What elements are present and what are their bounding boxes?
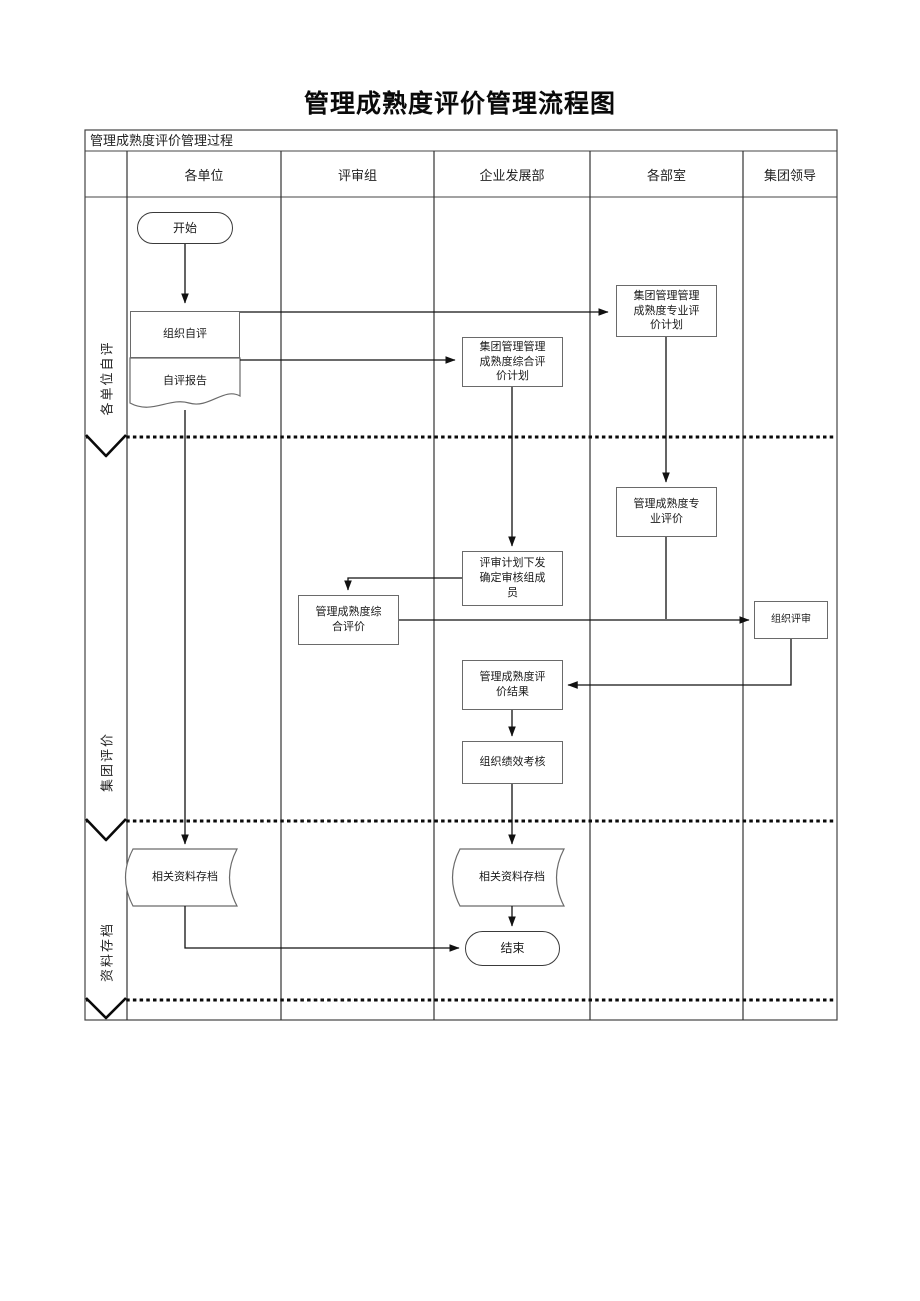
process-comprehensive-evaluation: 管理成熟度综合评价 — [298, 595, 399, 645]
process-self-evaluation: 组织自评 — [130, 311, 240, 358]
lane-header-enterprise-dev: 企业发展部 — [479, 167, 545, 183]
phase-chevron-icon — [85, 997, 127, 1020]
stored-data-shape-archive-right — [451, 848, 565, 907]
process-issue-review-plan: 评审计划下发确定审核组成员 — [462, 551, 563, 606]
process-evaluation-result: 管理成熟度评价结果 — [462, 660, 563, 710]
page-title: 管理成熟度评价管理流程图 — [303, 90, 616, 118]
document-shape-self-report — [129, 357, 241, 408]
end-node: 结束 — [465, 931, 560, 966]
phase-label-group-evaluation: 集团评价 — [99, 731, 115, 793]
phase-label-archiving: 资料存档 — [99, 921, 115, 983]
frame-title: 管理成熟度评价管理过程 — [90, 133, 234, 148]
process-organize-review: 组织评审 — [754, 601, 828, 639]
stored-data-shape-archive-left — [124, 848, 238, 907]
start-node: 开始 — [137, 212, 233, 244]
process-comprehensive-eval-plan: 集团管理管理成熟度综合评价计划 — [462, 337, 563, 387]
lane-header-units: 各单位 — [184, 167, 224, 183]
process-professional-evaluation: 管理成熟度专业评价 — [616, 487, 717, 537]
lane-separators — [126, 151, 744, 1020]
process-performance-assessment: 组织绩效考核 — [462, 741, 563, 784]
lane-header-review-group: 评审组 — [337, 167, 377, 183]
frame-border — [84, 129, 838, 1021]
phase-label-self-evaluation: 各单位自评 — [99, 340, 115, 416]
phase-chevron-icon — [85, 434, 127, 458]
flow-connectors — [181, 244, 792, 952]
phase-chevron-icon — [85, 818, 127, 842]
lane-header-departments: 各部室 — [646, 167, 686, 183]
lane-header-group-leaders: 集团领导 — [763, 167, 816, 183]
phase-separators — [86, 435, 836, 1002]
process-professional-eval-plan: 集团管理管理成熟度专业评价计划 — [616, 285, 717, 337]
